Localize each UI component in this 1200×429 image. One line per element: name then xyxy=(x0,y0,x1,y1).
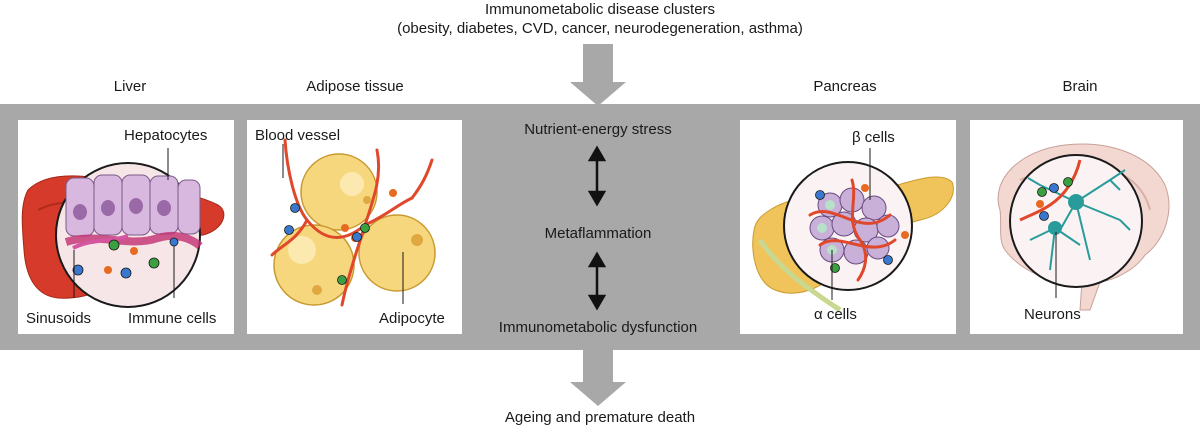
footer-text: Ageing and premature death xyxy=(504,409,696,426)
header-title: Immunometabolic disease clusters (obesit… xyxy=(0,0,1200,38)
adipocyte-label: Adipocyte xyxy=(379,310,445,327)
blood-vessel-label: Blood vessel xyxy=(255,127,341,144)
adipose-panel: Blood vessel Adipocyte xyxy=(247,120,462,334)
immune-cells-label: Immune cells xyxy=(128,310,217,327)
alpha-cells-label: α cells xyxy=(814,306,857,323)
liver-panel: Hepatocytes Sinusoids Immune cells xyxy=(18,120,234,334)
header-line-2: (obesity, diabetes, CVD, cancer, neurode… xyxy=(397,20,803,37)
sinusoids-label: Sinusoids xyxy=(26,310,92,327)
stage-nutrient-energy-stress: Nutrient-energy stress xyxy=(524,121,672,138)
pancreas-illustration xyxy=(752,148,954,313)
stage-metaflammation: Metaflammation xyxy=(544,225,652,242)
pancreas-title: Pancreas xyxy=(813,78,877,95)
brain-panel: Neurons xyxy=(970,120,1183,334)
header-line-1: Immunometabolic disease clusters xyxy=(484,1,716,18)
adipose-title: Adipose tissue xyxy=(306,78,404,95)
stage-immunometabolic-dysfunction: Immunometabolic dysfunction xyxy=(498,319,698,336)
hepatocytes-label: Hepatocytes xyxy=(124,127,208,144)
pancreas-panel: β cells α cells xyxy=(740,120,956,334)
bottom-arrow xyxy=(570,350,626,406)
neurons-label: Neurons xyxy=(1024,306,1081,323)
liver-title: Liver xyxy=(113,78,147,95)
adipose-illustration xyxy=(270,138,436,307)
brain-title: Brain xyxy=(1062,78,1098,95)
beta-cells-label: β cells xyxy=(852,129,895,146)
liver-illustration xyxy=(21,148,225,308)
brain-illustration xyxy=(997,143,1170,311)
top-arrow xyxy=(570,44,626,106)
